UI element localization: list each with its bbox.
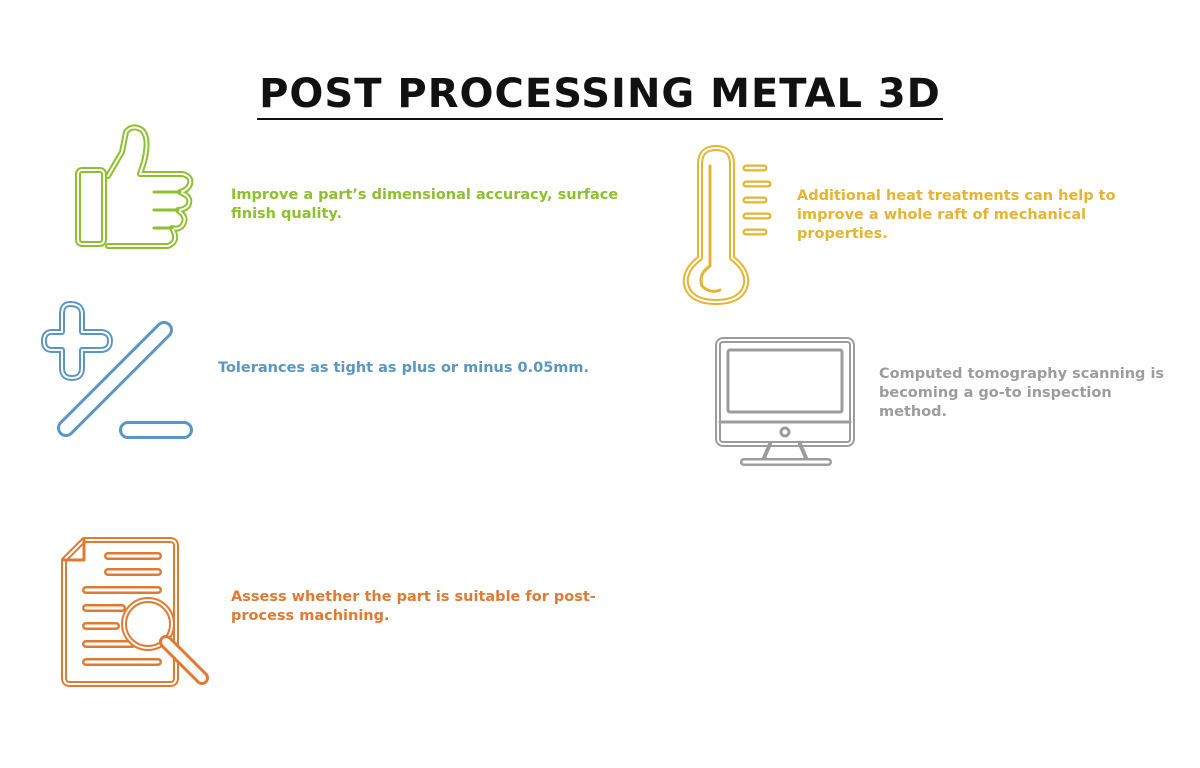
caption-machining: Assess whether the part is suitable for …	[231, 589, 596, 624]
computer-monitor-icon	[715, 337, 856, 468]
caption-tolerances: Tolerances as tight as plus or minus 0.0…	[218, 360, 590, 376]
plus-minus-icon	[41, 298, 202, 448]
thermometer-icon	[680, 145, 780, 306]
page-title: POST PROCESSING METAL 3D	[257, 70, 943, 120]
caption-tomography: Computed tomography scanning is becoming…	[879, 366, 1165, 420]
caption-dimensional-accuracy: Improve a part’s dimensional accuracy, s…	[231, 187, 619, 222]
caption-heat-treatments: Additional heat treatments can help to i…	[797, 188, 1116, 242]
thumbs-up-icon	[70, 122, 200, 252]
page-title-wrap: POST PROCESSING METAL 3D	[0, 70, 1200, 120]
document-search-icon	[61, 537, 212, 688]
